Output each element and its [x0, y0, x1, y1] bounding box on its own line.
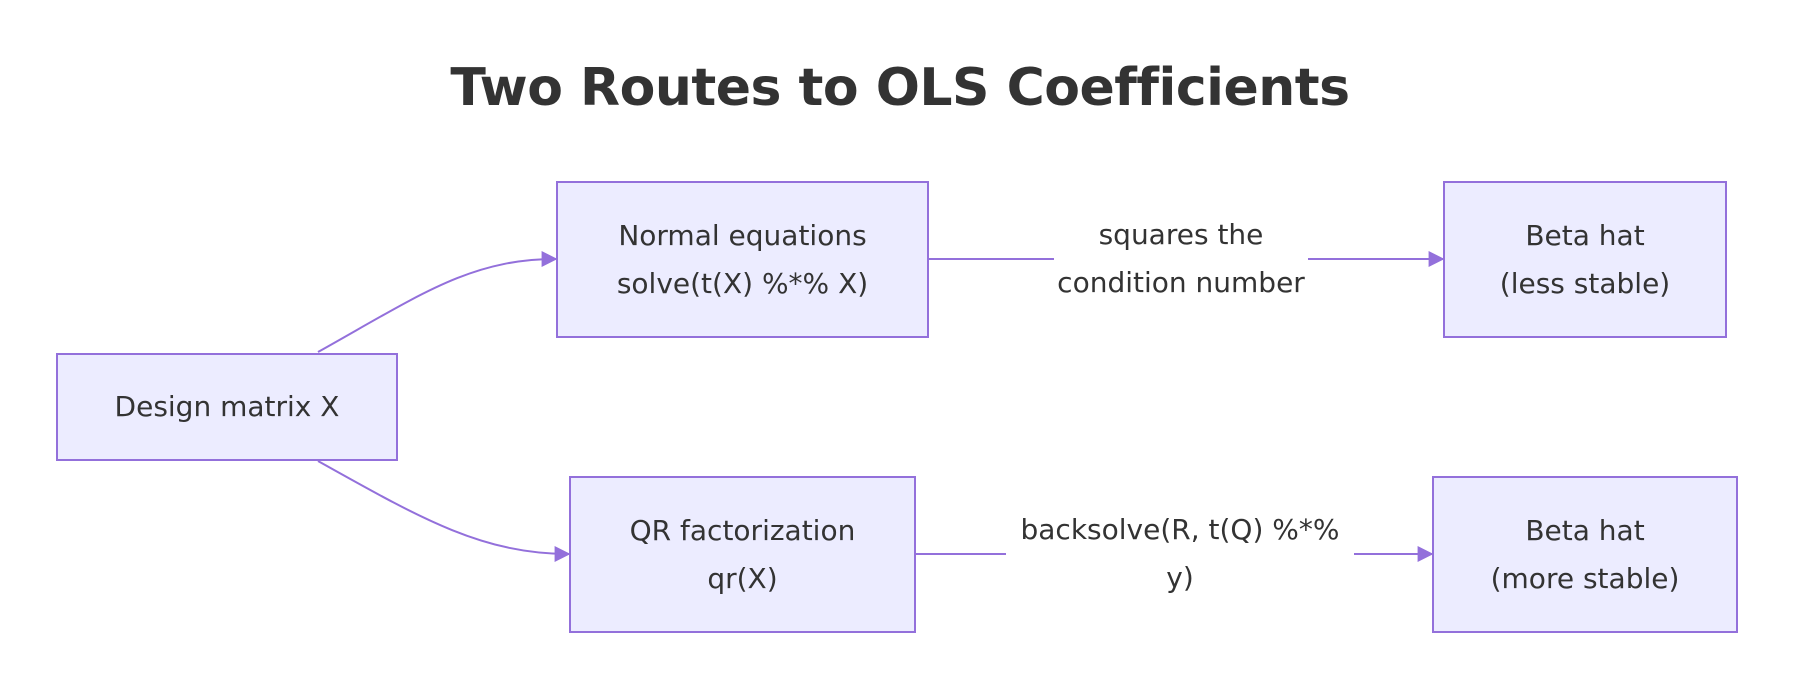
- node-qr-factorization-label: QR factorization: [629, 513, 856, 547]
- node-beta-hat-less-stable: Beta hat (less stable): [1443, 181, 1727, 338]
- node-beta-hat-more-stable-label: Beta hat: [1525, 513, 1645, 547]
- edge-label-backsolve-text: backsolve(R, t(Q) %*% y): [1020, 513, 1340, 594]
- edge-label-squares-condition: squares the condition number: [1054, 211, 1308, 307]
- node-normal-equations-code: solve(t(X) %*% X): [616, 266, 869, 300]
- node-design-matrix-label: Design matrix X: [114, 390, 340, 423]
- node-beta-hat-less-stable-note: (less stable): [1499, 266, 1671, 300]
- edge-design-to-qr: [317, 460, 571, 562]
- node-normal-equations: Normal equations solve(t(X) %*% X): [556, 181, 929, 338]
- edge-label-squares-line1: squares the: [1098, 218, 1264, 251]
- node-design-matrix: Design matrix X: [56, 353, 398, 461]
- diagram-title: Two Routes to OLS Coefficients: [450, 58, 1350, 118]
- node-normal-equations-label: Normal equations: [618, 218, 867, 252]
- node-qr-factorization: QR factorization qr(X): [569, 476, 916, 633]
- edge-label-squares-line2: condition number: [1057, 266, 1305, 299]
- node-beta-hat-more-stable: Beta hat (more stable): [1432, 476, 1738, 633]
- node-qr-factorization-code: qr(X): [707, 561, 778, 595]
- node-beta-hat-less-stable-label: Beta hat: [1525, 218, 1645, 252]
- edge-design-to-normal: [317, 251, 558, 353]
- node-beta-hat-more-stable-note: (more stable): [1490, 561, 1680, 595]
- edge-label-backsolve: backsolve(R, t(Q) %*% y): [1006, 513, 1354, 594]
